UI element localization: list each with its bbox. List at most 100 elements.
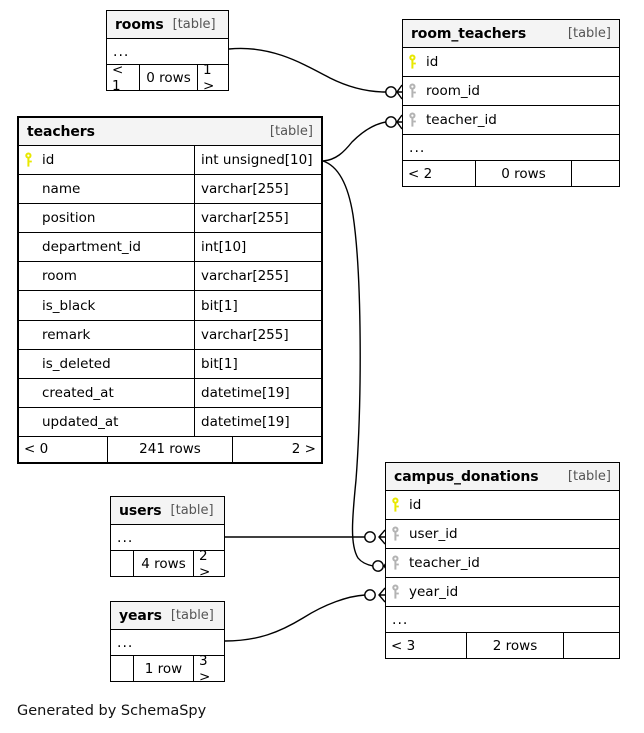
table-row: teacher_id (403, 106, 619, 135)
no-key-icon (25, 268, 36, 284)
column-type: int unsigned[10] (194, 146, 321, 175)
column-type: varchar[255] (194, 204, 321, 233)
column-name: is_deleted (42, 355, 111, 372)
table-years-prev-link[interactable] (111, 656, 133, 681)
generated-by-caption: Generated by SchemaSpy (17, 703, 207, 719)
column-name: remark (42, 326, 91, 343)
table-row: id int unsigned[10] (19, 146, 321, 176)
table-room-teachers-footer: < 2 0 rows (403, 161, 619, 186)
table-row: room varchar[255] (19, 262, 321, 292)
table-years-row-count: 1 row (133, 656, 194, 681)
column-type: varchar[255] (194, 262, 321, 291)
foreign-key-icon (392, 526, 403, 542)
column-type: datetime[19] (194, 407, 321, 436)
no-key-icon (25, 327, 36, 343)
table-room-teachers-header: room_teachers [table] (403, 20, 619, 48)
column-name: name (42, 181, 81, 198)
table-teachers-row-count: 241 rows (107, 436, 233, 462)
column-name: id (426, 54, 439, 70)
table-rooms-ellipsis: ... (107, 39, 228, 65)
table-room-teachers-name: room_teachers (411, 25, 527, 42)
foreign-key-icon (409, 112, 420, 128)
table-years-ellipsis: ... (111, 630, 224, 656)
table-row: id (403, 48, 619, 77)
table-users-ellipsis: ... (111, 525, 224, 551)
no-key-icon (25, 210, 36, 226)
table-rooms-name: rooms (115, 16, 164, 33)
table-row: department_id int[10] (19, 233, 321, 263)
primary-key-icon (409, 54, 420, 70)
table-users-header: users [table] (111, 497, 224, 525)
column-type: bit[1] (194, 349, 321, 378)
table-teachers[interactable]: teachers [table] id int unsigned[10] nam… (17, 116, 323, 464)
column-type: int[10] (194, 233, 321, 262)
table-years-name: years (119, 607, 162, 624)
column-name: created_at (42, 384, 114, 401)
table-rooms-prev-link[interactable]: < 1 (112, 65, 124, 90)
table-campus-donations-name: campus_donations (394, 468, 539, 485)
table-teachers-footer: < 0 241 rows 2 > (19, 436, 321, 462)
table-campus-donations-tag: [table] (567, 469, 611, 484)
table-campus-donations-footer: < 3 2 rows (386, 633, 619, 658)
table-campus-donations[interactable]: campus_donations [table] id user_id (385, 462, 620, 659)
table-room-teachers-next-link[interactable] (572, 161, 619, 186)
table-row: name varchar[255] (19, 175, 321, 205)
table-row: updated_at datetime[19] (19, 407, 321, 437)
column-type: datetime[19] (194, 378, 321, 407)
relationship-years-to-campus-donations (224, 587, 386, 642)
table-campus-donations-next-link[interactable] (564, 633, 619, 658)
table-users-row-count: 4 rows (133, 551, 194, 576)
table-room-teachers-tag: [table] (567, 26, 611, 41)
table-row: created_at datetime[19] (19, 378, 321, 408)
table-room-teachers[interactable]: room_teachers [table] id room_id (402, 19, 620, 187)
table-users-prev-link[interactable] (111, 551, 133, 576)
table-row: id (386, 491, 619, 520)
no-key-icon (25, 298, 36, 314)
table-rooms-tag: [table] (172, 17, 216, 32)
table-row: user_id (386, 520, 619, 549)
table-row: is_black bit[1] (19, 291, 321, 321)
table-years-next-link[interactable]: 3 > (199, 656, 211, 681)
table-campus-donations-row-count: 2 rows (466, 633, 564, 658)
table-teachers-next-link[interactable]: 2 > (291, 441, 316, 458)
column-name: room (42, 268, 77, 285)
table-row: remark varchar[255] (19, 320, 321, 350)
table-teachers-prev-link[interactable]: < 0 (24, 441, 49, 458)
table-rooms-footer: < 1 0 rows 1 > (107, 65, 228, 90)
table-campus-donations-header: campus_donations [table] (386, 463, 619, 491)
column-type: bit[1] (194, 291, 321, 320)
column-name: teacher_id (426, 112, 497, 128)
table-campus-donations-prev-link[interactable]: < 3 (391, 637, 416, 654)
column-name: user_id (409, 526, 458, 542)
table-users-name: users (119, 502, 162, 519)
table-users[interactable]: users [table] ... 4 rows 2 > (110, 496, 225, 577)
table-rooms[interactable]: rooms [table] ... < 1 0 rows 1 > (106, 10, 229, 91)
column-name: is_black (42, 297, 96, 314)
no-key-icon (25, 414, 36, 430)
table-row: position varchar[255] (19, 204, 321, 234)
table-users-tag: [table] (170, 503, 214, 518)
column-name: updated_at (42, 413, 119, 430)
table-users-footer: 4 rows 2 > (111, 551, 224, 576)
table-years-header: years [table] (111, 602, 224, 630)
table-users-next-link[interactable]: 2 > (199, 551, 211, 576)
primary-key-icon (25, 152, 36, 168)
column-name: id (42, 152, 55, 169)
table-row: is_deleted bit[1] (19, 349, 321, 379)
table-rooms-next-link[interactable]: 1 > (203, 65, 215, 90)
column-name: year_id (409, 584, 459, 600)
no-key-icon (25, 356, 36, 372)
table-teachers-name: teachers (27, 123, 95, 140)
no-key-icon (25, 385, 36, 401)
table-room-teachers-prev-link[interactable]: < 2 (408, 165, 433, 182)
column-type: varchar[255] (194, 175, 321, 204)
relationship-users-to-campus-donations (225, 529, 386, 545)
table-row: room_id (403, 77, 619, 106)
table-years-footer: 1 row 3 > (111, 656, 224, 681)
column-name: room_id (426, 83, 480, 99)
table-years[interactable]: years [table] ... 1 row 3 > (110, 601, 225, 682)
column-name: teacher_id (409, 555, 480, 571)
no-key-icon (25, 181, 36, 197)
relationship-teachers-to-room-teachers (322, 114, 403, 162)
